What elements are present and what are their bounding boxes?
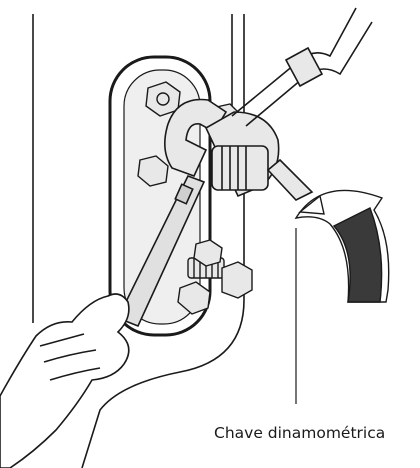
- hand: [0, 294, 129, 468]
- caption-label: Chave dinamométrica: [214, 424, 385, 442]
- rotation-arrow: [296, 190, 389, 302]
